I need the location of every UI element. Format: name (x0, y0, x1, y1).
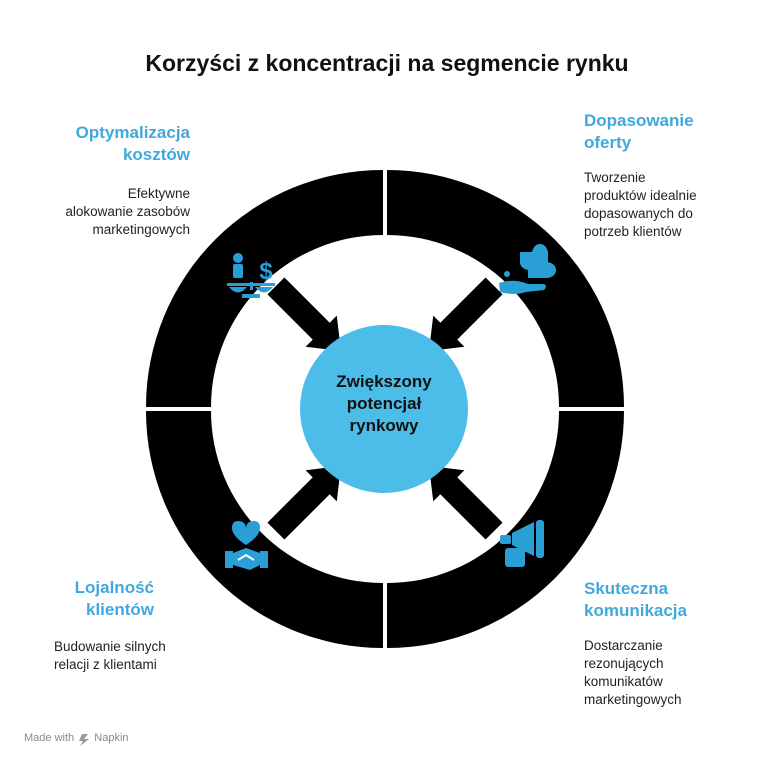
description-line: komunikatów (584, 674, 663, 689)
heading-offer-fit: Dopasowanie oferty (584, 110, 754, 154)
description-line: dopasowanych do (584, 206, 693, 221)
heading-line: komunikacja (584, 601, 687, 620)
footer-attribution: Made with Napkin (24, 732, 129, 744)
heart-handshake-icon (225, 521, 268, 570)
heading-line: klientów (85, 600, 154, 619)
megaphone-icon (500, 520, 544, 567)
puzzle-hand-icon (499, 244, 556, 294)
description-line: alokowanie zasobów (65, 204, 190, 219)
ring-segment-bottom-left (146, 411, 383, 648)
center-label: Zwiększony potencjał rynkowy (300, 371, 468, 437)
description-line: Efektywne (127, 186, 190, 201)
heading-effective-communication: Skuteczna komunikacja (584, 578, 754, 622)
napkin-logo-icon (79, 734, 89, 746)
description-line: marketingowych (92, 222, 190, 237)
arrow-bottom-left (267, 466, 341, 540)
center-label-line: potencjał (346, 394, 422, 413)
arrow-bottom-right (429, 466, 503, 540)
center-label-line: rynkowy (349, 416, 419, 435)
heading-line: Dopasowanie (584, 111, 694, 130)
ring-segment-top-right (387, 170, 624, 407)
description-line: Tworzenie (584, 170, 646, 185)
heading-cost-optimization: Optymalizacja kosztów (40, 122, 190, 166)
heading-line: oferty (584, 133, 632, 152)
ring-segment-bottom-right (387, 411, 624, 648)
heading-customer-loyalty: Lojalność klientów (20, 577, 154, 621)
description-offer-fit: Tworzenie produktów idealnie dopasowanyc… (584, 169, 764, 241)
arrow-top-right (429, 277, 503, 351)
description-effective-communication: Dostarczanie rezonujących komunikatów ma… (584, 637, 764, 709)
center-label-line: Zwiększony (336, 372, 432, 391)
description-line: marketingowych (584, 692, 682, 707)
description-line: potrzeb klientów (584, 224, 682, 239)
description-line: relacji z klientami (54, 657, 157, 672)
arrow-top-left (267, 277, 341, 351)
ring-segment-top-left (146, 170, 383, 407)
heading-line: Lojalność (74, 578, 154, 597)
heading-line: Skuteczna (584, 579, 669, 598)
footer-made-with: Made with (24, 732, 75, 744)
description-line: Dostarczanie (584, 638, 663, 653)
description-cost-optimization: Efektywne alokowanie zasobów marketingow… (20, 185, 190, 239)
heading-line: Optymalizacja (75, 123, 190, 142)
description-line: Budowanie silnych (54, 639, 166, 654)
footer-brand: Napkin (94, 732, 129, 744)
svg-text:$: $ (259, 258, 273, 285)
center-circle (300, 325, 468, 493)
page-title: Korzyści z koncentracji na segmencie ryn… (145, 50, 629, 76)
description-customer-loyalty: Budowanie silnych relacji z klientami (54, 638, 214, 674)
description-line: rezonujących (584, 656, 664, 671)
description-line: produktów idealnie (584, 188, 697, 203)
heading-line: kosztów (122, 145, 190, 164)
money-scale-icon: $ (227, 253, 275, 298)
